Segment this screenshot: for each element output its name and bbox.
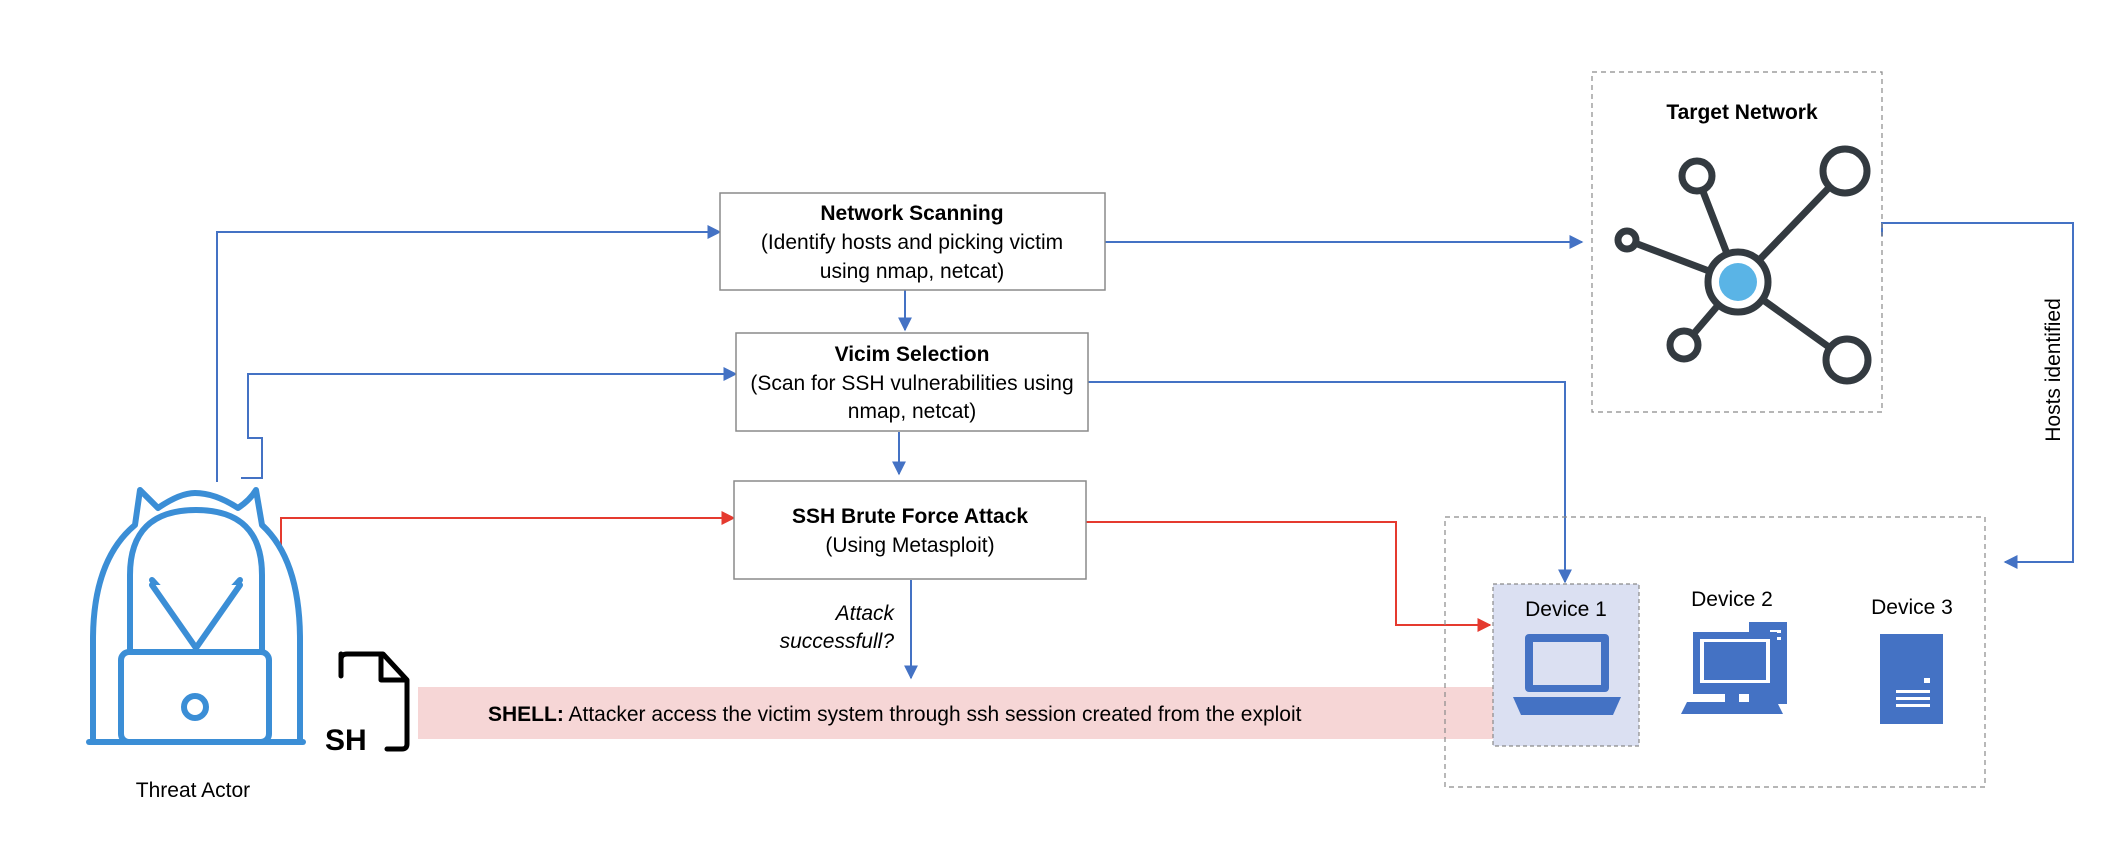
step-victim-selection: Vicim Selection (Scan for SSH vulnerabil… bbox=[735, 332, 1089, 432]
arrow-bruteforce-to-device1 bbox=[1086, 521, 1492, 632]
arrow-selection-to-device1 bbox=[1088, 381, 1572, 584]
shell-band bbox=[418, 687, 1493, 739]
server-icon bbox=[1878, 632, 1945, 726]
selection-line2: nmap, netcat) bbox=[848, 400, 976, 423]
scanning-line1: (Identify hosts and picking victim bbox=[761, 231, 1063, 254]
shell-caption: SHELL: Attacker access the victim system… bbox=[488, 703, 1302, 726]
target-network-title: Target Network bbox=[1666, 101, 1818, 124]
decision-line2: successfull? bbox=[780, 630, 895, 653]
scanning-box bbox=[719, 192, 1106, 291]
devices-frame bbox=[1444, 516, 1986, 788]
device3-label: Device 3 bbox=[1871, 596, 1953, 619]
laptop-icon bbox=[1513, 634, 1621, 715]
decision-line1: Attack bbox=[834, 602, 896, 625]
hosts-identified-label: Hosts identified bbox=[2042, 298, 2065, 442]
scanning-line2: using nmap, netcat) bbox=[820, 260, 1004, 283]
bruteforce-box bbox=[733, 480, 1087, 580]
target-network: Target Network bbox=[1591, 71, 1883, 413]
arrow-actor-to-selection bbox=[241, 367, 738, 479]
scanning-title: Network Scanning bbox=[820, 202, 1003, 225]
bruteforce-line1: (Using Metasploit) bbox=[825, 534, 994, 557]
desktop-computer-icon bbox=[1681, 622, 1787, 714]
step-ssh-brute-force: SSH Brute Force Attack (Using Metasploit… bbox=[733, 480, 1087, 580]
arrow-actor-to-scanning bbox=[216, 225, 722, 482]
connectors bbox=[216, 222, 2074, 680]
step-network-scanning: Network Scanning (Identify hosts and pic… bbox=[719, 192, 1106, 291]
shell-label: SHELL: bbox=[488, 703, 564, 726]
device2-label: Device 2 bbox=[1691, 588, 1773, 611]
selection-line1: (Scan for SSH vulnerabilities using bbox=[750, 372, 1073, 395]
device1-label: Device 1 bbox=[1525, 598, 1607, 621]
threat-actor: Threat Actor bbox=[86, 487, 306, 802]
arrow-actor-to-bruteforce bbox=[280, 511, 736, 550]
selection-box bbox=[735, 332, 1089, 432]
target-network-frame bbox=[1591, 71, 1883, 413]
devices-group: Device 1 Device 2 Device 3 bbox=[1444, 516, 1986, 788]
sh-file-icon: SH bbox=[325, 651, 410, 757]
bruteforce-title: SSH Brute Force Attack bbox=[792, 505, 1028, 528]
selection-title: Vicim Selection bbox=[835, 343, 990, 366]
threat-actor-label: Threat Actor bbox=[136, 779, 250, 802]
network-hub-dot bbox=[1719, 263, 1757, 301]
hooded-hacker-icon bbox=[86, 487, 306, 745]
sh-icon-text: SH bbox=[325, 724, 367, 757]
network-topology-icon bbox=[1614, 145, 1872, 385]
shell-text: Attacker access the victim system throug… bbox=[564, 703, 1302, 726]
